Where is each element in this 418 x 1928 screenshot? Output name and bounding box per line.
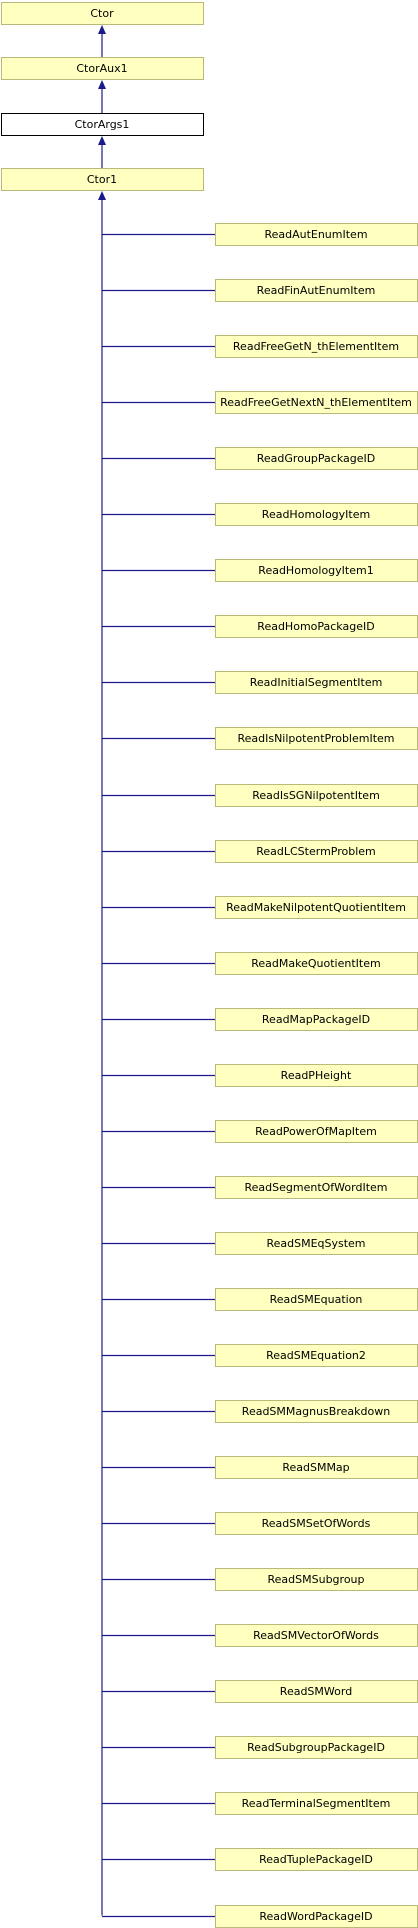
child-node[interactable]: ReadMakeQuotientItem <box>215 952 418 975</box>
child-node-label: ReadGroupPackageID <box>257 452 375 465</box>
child-node-label: ReadPHeight <box>281 1069 352 1082</box>
child-node[interactable]: ReadPowerOfMapItem <box>215 1120 418 1143</box>
child-node-label: ReadSMVectorOfWords <box>253 1629 379 1642</box>
child-node-label: ReadMakeQuotientItem <box>251 957 380 970</box>
child-node-label: ReadMakeNilpotentQuotientItem <box>226 901 406 914</box>
node-ctoraux1-box <box>1 57 204 80</box>
child-node-label: ReadAutEnumItem <box>264 228 367 241</box>
child-node[interactable]: ReadAutEnumItem <box>215 223 418 246</box>
node-ctor1-box <box>1 168 204 191</box>
child-node[interactable]: ReadIsSGNilpotentItem <box>215 784 418 807</box>
child-node[interactable]: ReadFreeGetN_thElementItem <box>215 335 418 358</box>
child-node[interactable]: ReadInitialSegmentItem <box>215 671 418 694</box>
child-node-label: ReadSubgroupPackageID <box>247 1741 385 1754</box>
child-node-label: ReadIsSGNilpotentItem <box>252 789 380 802</box>
child-node[interactable]: ReadSMEquation <box>215 1288 418 1311</box>
chain-arrow-2 <box>98 80 106 89</box>
child-node[interactable]: ReadSMMagnusBreakdown <box>215 1400 418 1423</box>
child-node[interactable]: ReadHomologyItem1 <box>215 559 418 582</box>
child-node-label: ReadFinAutEnumItem <box>257 284 376 297</box>
child-node[interactable]: ReadWordPackageID <box>215 1905 418 1928</box>
node-ctor-label: Ctor <box>90 7 114 20</box>
child-node-label: ReadWordPackageID <box>259 1910 372 1923</box>
child-node-label: ReadSMEquation2 <box>266 1349 366 1362</box>
node-ctor[interactable]: Ctor <box>1 2 204 25</box>
child-node[interactable]: ReadSMSubgroup <box>215 1568 418 1591</box>
child-node[interactable]: ReadSMWord <box>215 1680 418 1703</box>
child-node[interactable]: ReadIsNilpotentProblemItem <box>215 727 418 750</box>
node-ctor1[interactable]: Ctor1 <box>1 168 204 191</box>
node-ctorargs1-label: CtorArgs1 <box>75 118 130 131</box>
child-node-label: ReadMapPackageID <box>262 1013 370 1026</box>
chain-arrow-1 <box>98 25 106 34</box>
child-node-label: ReadInitialSegmentItem <box>250 676 383 689</box>
child-node-label: ReadSMSetOfWords <box>262 1517 371 1530</box>
child-node[interactable]: ReadMakeNilpotentQuotientItem <box>215 896 418 919</box>
child-node[interactable]: ReadPHeight <box>215 1064 418 1087</box>
child-node-label: ReadHomologyItem <box>262 508 370 521</box>
child-node-label: ReadSegmentOfWordItem <box>245 1181 388 1194</box>
child-node[interactable]: ReadMapPackageID <box>215 1008 418 1031</box>
child-node[interactable]: ReadSMEqSystem <box>215 1232 418 1255</box>
node-ctor1-label: Ctor1 <box>87 173 117 186</box>
child-node-label: ReadSMMagnusBreakdown <box>242 1405 390 1418</box>
child-node[interactable]: ReadTerminalSegmentItem <box>215 1792 418 1815</box>
child-node[interactable]: ReadGroupPackageID <box>215 447 418 470</box>
child-node-label: ReadFreeGetNextN_thElementItem <box>220 396 412 409</box>
child-node-label: ReadSMMap <box>282 1461 349 1474</box>
node-ctorargs1[interactable]: CtorArgs1 <box>1 113 204 136</box>
child-node[interactable]: ReadSegmentOfWordItem <box>215 1176 418 1199</box>
child-node-label: ReadTerminalSegmentItem <box>242 1797 391 1810</box>
child-node-label: ReadLCStermProblem <box>256 845 376 858</box>
child-node-label: ReadHomoPackageID <box>257 620 374 633</box>
node-ctoraux1[interactable]: CtorAux1 <box>1 57 204 80</box>
child-node[interactable]: ReadFinAutEnumItem <box>215 279 418 302</box>
child-node[interactable]: ReadSMSetOfWords <box>215 1512 418 1535</box>
child-node-label: ReadTuplePackageID <box>259 1853 373 1866</box>
children-arrow <box>98 191 106 200</box>
child-node-label: ReadSMWord <box>280 1685 352 1698</box>
child-node-label: ReadFreeGetN_thElementItem <box>233 340 399 353</box>
node-ctorargs1-box <box>1 113 204 136</box>
child-node[interactable]: ReadFreeGetNextN_thElementItem <box>215 391 418 414</box>
child-node-label: ReadSMSubgroup <box>268 1573 365 1586</box>
child-node-label: ReadPowerOfMapItem <box>255 1125 377 1138</box>
child-node[interactable]: ReadHomologyItem <box>215 503 418 526</box>
child-node[interactable]: ReadSMMap <box>215 1456 418 1479</box>
child-node[interactable]: ReadSMVectorOfWords <box>215 1624 418 1647</box>
edges-layer <box>98 25 215 1918</box>
child-node[interactable]: ReadHomoPackageID <box>215 615 418 638</box>
child-node[interactable]: ReadSubgroupPackageID <box>215 1736 418 1759</box>
child-node-label: ReadHomologyItem1 <box>258 564 373 577</box>
child-node[interactable]: ReadLCStermProblem <box>215 840 418 863</box>
chain-arrow-3 <box>98 136 106 145</box>
node-ctoraux1-label: CtorAux1 <box>76 62 127 75</box>
node-ctor-box <box>1 2 204 25</box>
child-node[interactable]: ReadSMEquation2 <box>215 1344 418 1367</box>
child-node-label: ReadSMEqSystem <box>266 1237 365 1250</box>
child-node[interactable]: ReadTuplePackageID <box>215 1848 418 1871</box>
child-node-label: ReadSMEquation <box>270 1293 363 1306</box>
child-node-label: ReadIsNilpotentProblemItem <box>237 732 394 745</box>
